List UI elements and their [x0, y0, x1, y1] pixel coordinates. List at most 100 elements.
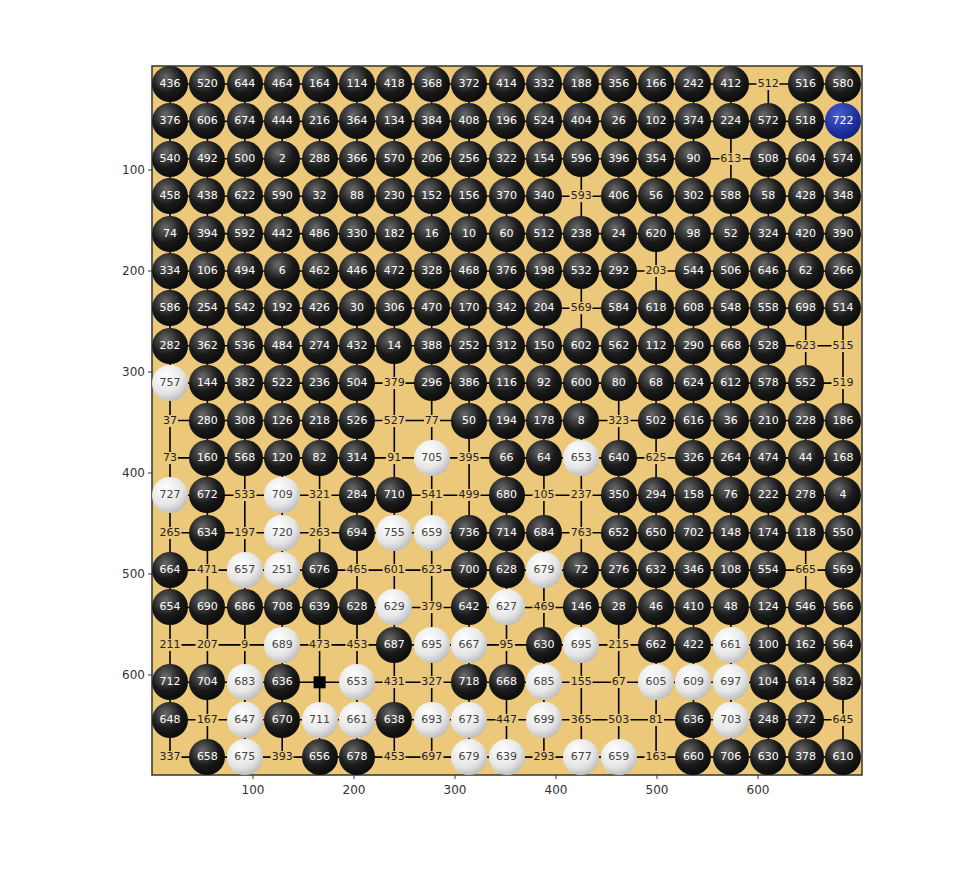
axis-tick: 200: [343, 783, 366, 797]
black-stone: 676: [302, 552, 338, 588]
move-number: 100: [758, 639, 779, 651]
move-number: 514: [833, 302, 854, 314]
black-stone: 324: [750, 216, 786, 252]
black-stone: 168: [825, 440, 861, 476]
capture-number: 453: [345, 639, 368, 651]
move-number: 462: [309, 265, 330, 277]
move-number: 580: [833, 78, 854, 90]
move-number: 52: [724, 228, 738, 240]
black-stone: 152: [414, 178, 450, 214]
move-number: 152: [421, 190, 442, 202]
black-stone: 308: [227, 403, 263, 439]
black-stone: 68: [638, 365, 674, 401]
black-stone: 706: [713, 739, 749, 775]
black-stone: 462: [302, 253, 338, 289]
move-number: 558: [758, 302, 779, 314]
black-stone: 610: [825, 739, 861, 775]
move-number: 630: [533, 639, 554, 651]
move-number: 624: [683, 377, 704, 389]
move-number: 328: [421, 265, 442, 277]
black-stone: 596: [563, 141, 599, 177]
capture-number: 601: [383, 564, 406, 576]
capture-number: 105: [532, 489, 555, 501]
black-stone: 512: [526, 216, 562, 252]
move-number: 658: [197, 751, 218, 763]
black-stone: 569: [825, 552, 861, 588]
grid-lines: [170, 84, 843, 757]
capture-number: 207: [196, 639, 219, 651]
move-number: 638: [384, 714, 405, 726]
black-stone: 272: [788, 702, 824, 738]
move-number: 24: [612, 228, 626, 240]
black-stone: 108: [713, 552, 749, 588]
move-number: 660: [683, 751, 704, 763]
black-stone: 50: [451, 403, 487, 439]
black-stone: 592: [227, 216, 263, 252]
axis-tick: 300: [122, 365, 145, 379]
move-number: 654: [160, 601, 181, 613]
move-number: 412: [720, 78, 741, 90]
black-stone: 632: [638, 552, 674, 588]
move-number: 568: [234, 452, 255, 464]
move-number: 366: [346, 153, 367, 165]
black-stone: 656: [302, 739, 338, 775]
move-number: 722: [833, 115, 854, 127]
last-move-marker: [314, 676, 326, 688]
move-number: 708: [272, 601, 293, 613]
move-number: 653: [346, 676, 367, 688]
move-number: 569: [833, 564, 854, 576]
move-number: 605: [646, 676, 667, 688]
move-number: 288: [309, 153, 330, 165]
move-number: 657: [234, 564, 255, 576]
move-number: 677: [571, 751, 592, 763]
black-stone: 60: [489, 216, 525, 252]
move-number: 695: [421, 639, 442, 651]
move-number: 348: [833, 190, 854, 202]
capture-number: 211: [159, 639, 182, 651]
white-stone: 627: [489, 589, 525, 625]
black-stone: 442: [264, 216, 300, 252]
black-stone: 670: [264, 702, 300, 738]
move-number: 194: [496, 415, 517, 427]
move-number: 272: [795, 714, 816, 726]
black-stone: 62: [788, 253, 824, 289]
move-number: 104: [758, 676, 779, 688]
black-stone: 562: [601, 328, 637, 364]
move-number: 647: [234, 714, 255, 726]
move-number: 92: [537, 377, 551, 389]
capture-number: 499: [458, 489, 481, 501]
black-stone: 36: [713, 403, 749, 439]
black-stone: 248: [750, 702, 786, 738]
black-stone: 56: [638, 178, 674, 214]
black-stone: 564: [825, 627, 861, 663]
move-number: 6: [279, 265, 286, 277]
black-stone: 390: [825, 216, 861, 252]
move-number: 592: [234, 228, 255, 240]
move-number: 192: [272, 302, 293, 314]
move-number: 150: [533, 340, 554, 352]
capture-number: 473: [308, 639, 331, 651]
capture-number: 623: [794, 340, 817, 352]
move-number: 182: [384, 228, 405, 240]
move-number: 196: [496, 115, 517, 127]
black-stone: 630: [750, 739, 786, 775]
move-number: 124: [758, 601, 779, 613]
move-number: 672: [197, 489, 218, 501]
black-stone: 639: [302, 589, 338, 625]
black-stone: 164: [302, 66, 338, 102]
move-number: 536: [234, 340, 255, 352]
black-stone: 74: [152, 216, 188, 252]
axis-tick: 600: [122, 668, 145, 682]
black-stone: 616: [675, 403, 711, 439]
black-stone: 280: [189, 403, 225, 439]
black-stone: 384: [414, 103, 450, 139]
capture-number: 697: [420, 751, 443, 763]
black-stone: 92: [526, 365, 562, 401]
black-stone: 210: [750, 403, 786, 439]
move-number: 30: [350, 302, 364, 314]
black-stone: 32: [302, 178, 338, 214]
move-number: 552: [795, 377, 816, 389]
black-stone: 76: [713, 477, 749, 513]
move-number: 474: [758, 452, 779, 464]
move-number: 661: [720, 639, 741, 651]
